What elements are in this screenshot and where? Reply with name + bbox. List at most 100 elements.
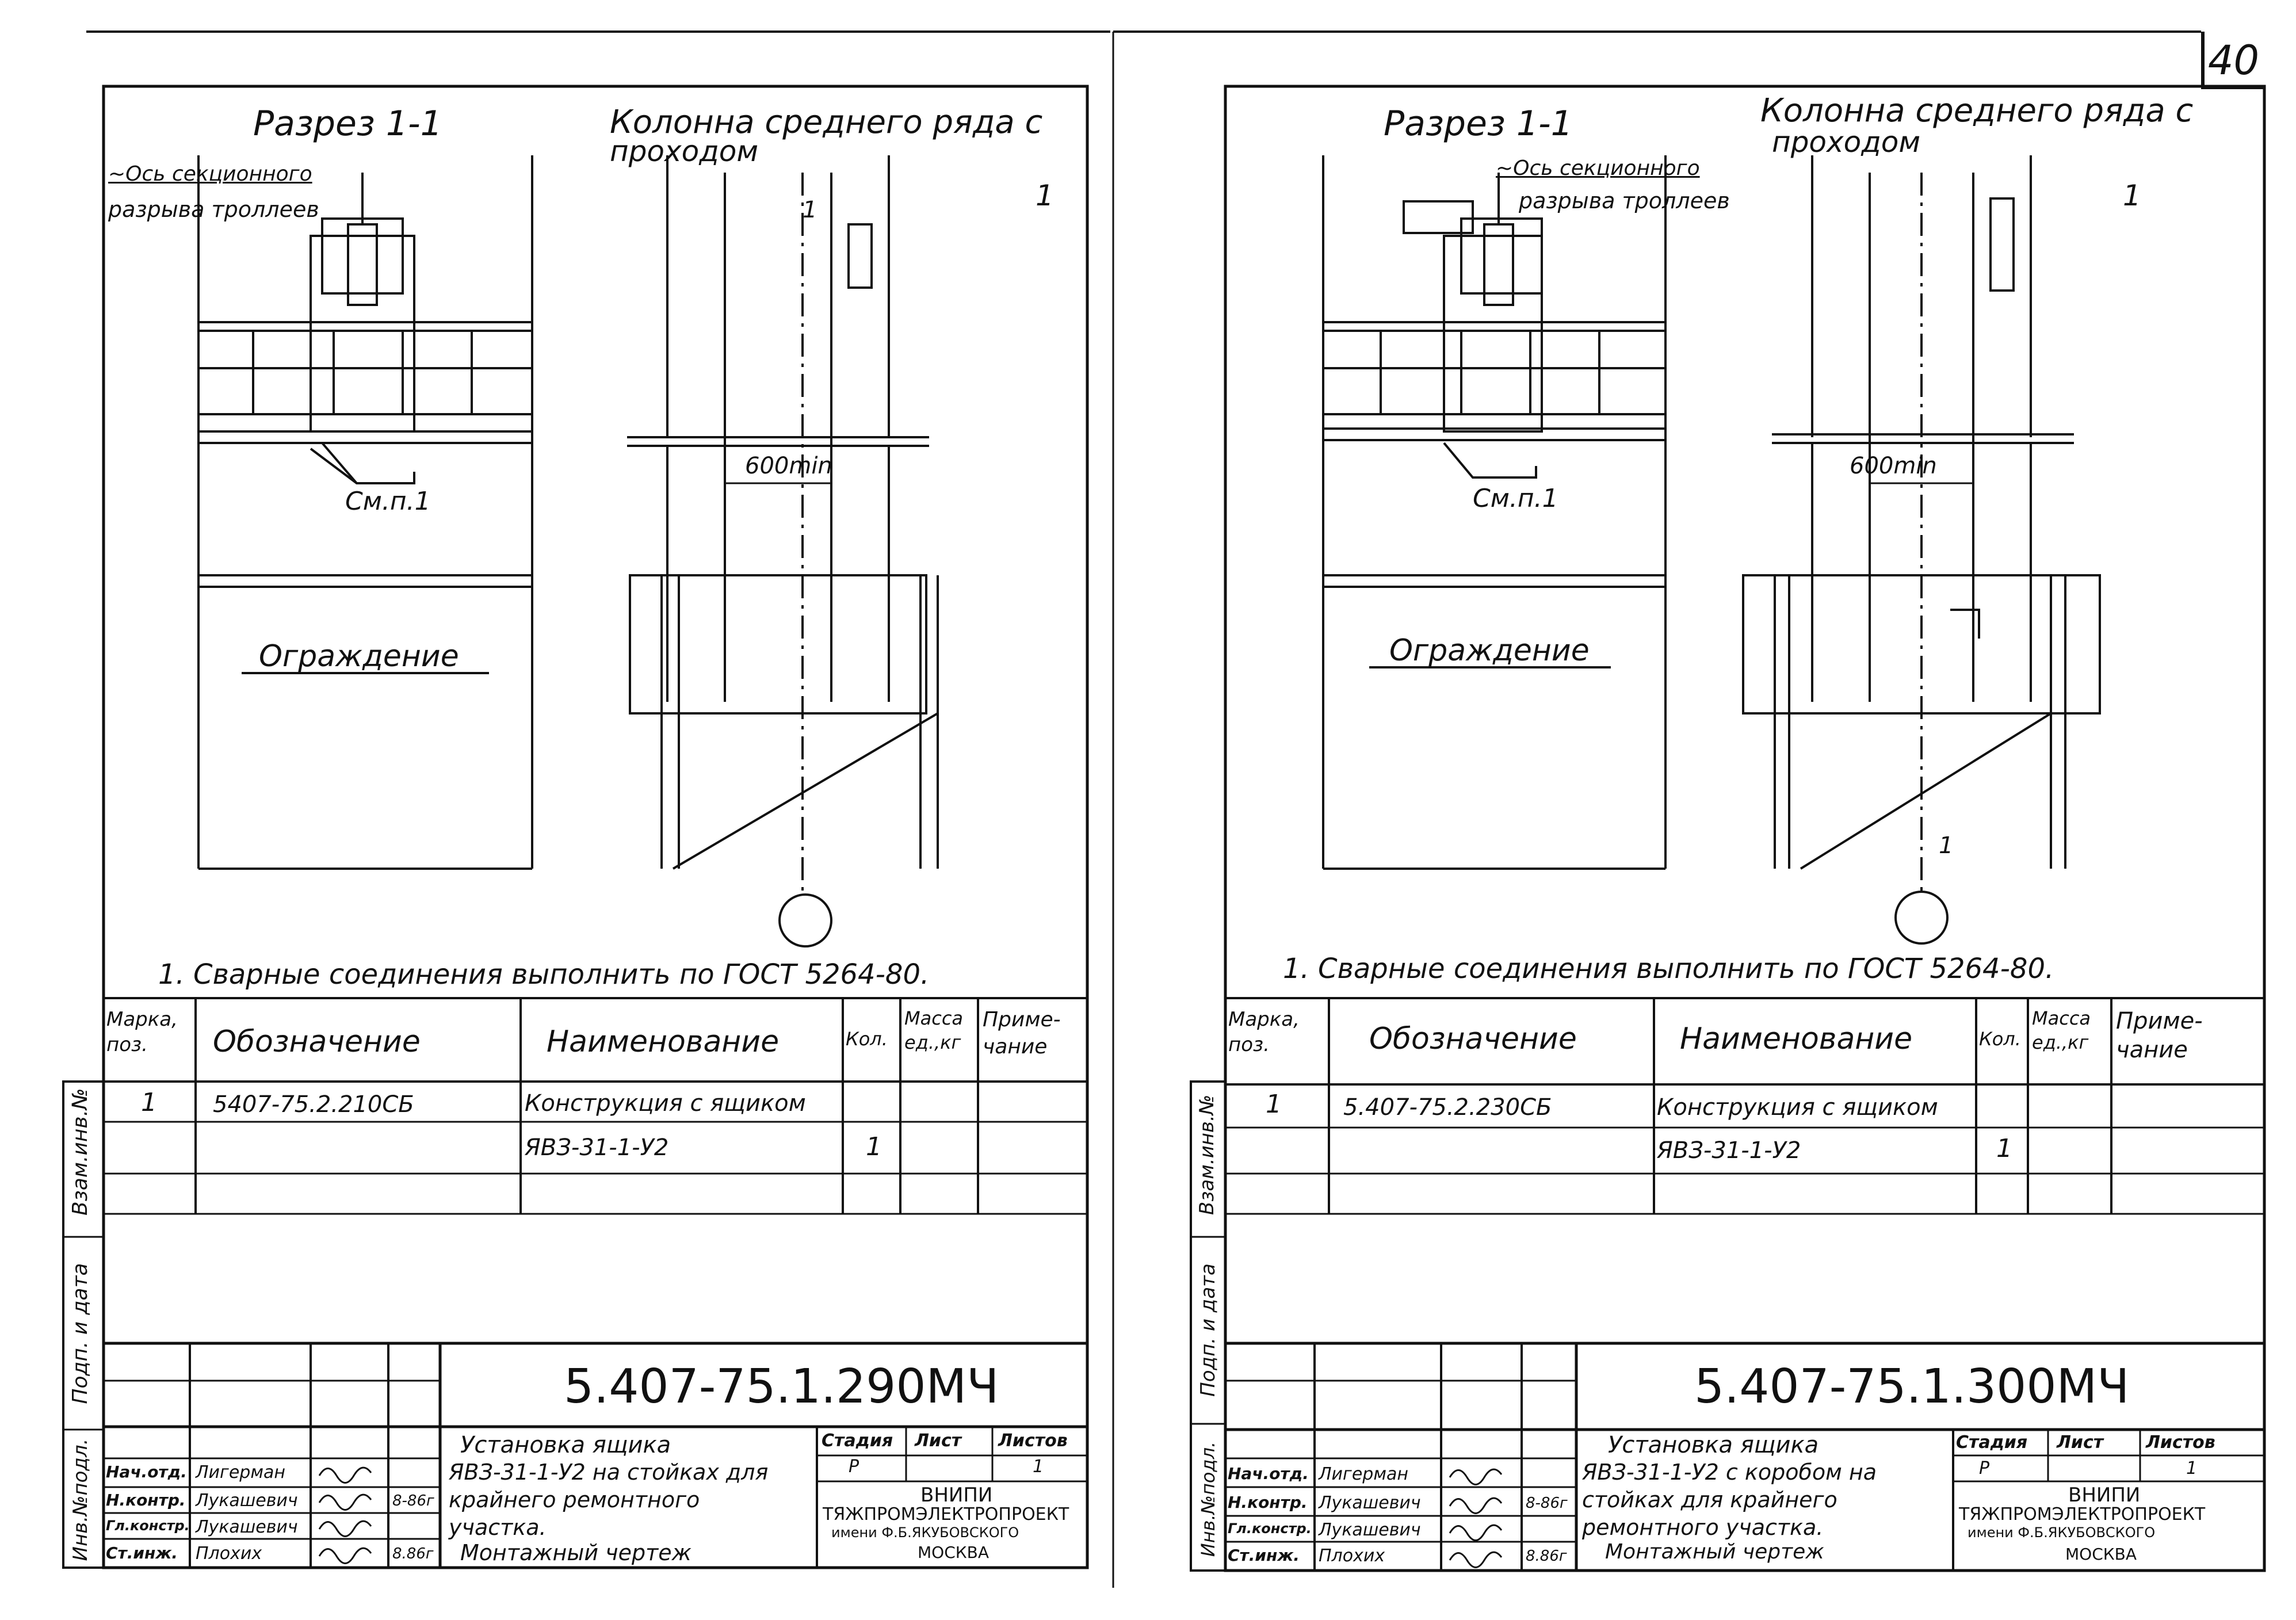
sheet-left-dim-600: 600min xyxy=(745,453,832,479)
sheet-right-org-1: ВНИПИ xyxy=(2068,1484,2141,1507)
sheet-right-hdr-qty: Кол. xyxy=(1979,1028,2021,1050)
sheet-left-row2-name: ЯВЗ-31-1-У2 xyxy=(525,1134,669,1161)
sheet-left-stage-hdr: Стадия xyxy=(822,1431,893,1451)
sheet-left-sheets-hdr: Листов xyxy=(998,1431,1068,1451)
sheet-left-staff-name-4: Плохих xyxy=(196,1543,262,1564)
sheet-left-axis-label-1: ~Ось секционного xyxy=(108,162,312,186)
sheet-right-org-3: имени Ф.Б.ЯКУБОВСКОГО xyxy=(1968,1525,2156,1541)
sheet-right-staff-role-1: Нач.отд. xyxy=(1228,1464,1309,1483)
sheet-right-sheet-hdr: Лист xyxy=(2057,1432,2104,1453)
sheet-left-note: 1. Сварные соединения выполнить по ГОСТ … xyxy=(158,958,930,991)
sheet-left-row2-qty: 1 xyxy=(866,1132,882,1161)
sheet-left-doc-title-4: участка. xyxy=(449,1515,547,1540)
sheet-right-doc-code: 5.407-75.1.300МЧ xyxy=(1694,1359,2130,1414)
sheet-right-column-title-1: Колонна среднего ряда с xyxy=(1760,92,2194,129)
sheet-right-org-4: МОСКВА xyxy=(2065,1545,2137,1564)
sheet-right-row2-qty: 1 xyxy=(1996,1134,2012,1163)
sheet-left-section-mark: 1 xyxy=(803,197,817,223)
sheet-left-doc-title-1: Установка ящика xyxy=(460,1432,671,1458)
sheet-right-hdr-note: Приме- чание xyxy=(2116,1008,2203,1063)
sheet-left-doc-title-3: крайнего ремонтного xyxy=(449,1487,700,1512)
sheet-left-column-title-2: проходом xyxy=(610,135,759,168)
sheet-right-doc-title-1: Установка ящика xyxy=(1608,1432,1819,1458)
sheet-left-sheets-val: 1 xyxy=(1033,1457,1044,1477)
sheet-right-column-title-2: проходом xyxy=(1772,125,1921,159)
sheet-right-row2-name: ЯВЗ-31-1-У2 xyxy=(1657,1137,1801,1164)
sheet-left-staff-role-3: Гл.констр. xyxy=(106,1518,190,1534)
sheet-right-staff-role-2: Н.контр. xyxy=(1228,1493,1308,1512)
sheet-right-staff-role-4: Ст.инж. xyxy=(1228,1546,1300,1565)
sheet-right-doc-title-5: Монтажный чертеж xyxy=(1605,1540,1824,1564)
sheet-left-staff-name-3: Лукашевич xyxy=(196,1517,298,1537)
sheet-left-sheet-hdr: Лист xyxy=(915,1431,962,1451)
sheet-left-staff-role-1: Нач.отд. xyxy=(106,1462,187,1481)
sheet-left-staff-name-1: Лигерман xyxy=(196,1462,285,1483)
sheet-right-doc-title-2: ЯВЗ-31-1-У2 с коробом на xyxy=(1582,1459,1877,1485)
sheet-left-stage-val: Р xyxy=(849,1457,859,1477)
sheet-right-section-drawing xyxy=(1322,155,1667,870)
sheet-left-row1-mark: 1 xyxy=(141,1088,157,1117)
sheet-left-org-3: имени Ф.Б.ЯКУБОВСКОГО xyxy=(831,1525,1019,1541)
sheet-left-org-1: ВНИПИ xyxy=(920,1484,993,1507)
sheet-right-sheets-hdr: Листов xyxy=(2146,1432,2215,1453)
sheet-right-row1-mark: 1 xyxy=(1266,1090,1282,1119)
sheet-left-hdr-qty: Кол. xyxy=(846,1028,888,1050)
sheet-left-hdr-designation: Обозначение xyxy=(213,1025,421,1059)
sheet-left-row1-designation: 5407-75.2.210СБ xyxy=(213,1091,414,1118)
sheet-left-section-title: Разрез 1-1 xyxy=(253,104,442,144)
sheet-right-row1-name: Конструкция с ящиком xyxy=(1657,1094,1938,1121)
sheet-left-ref-see: См.п.1 xyxy=(345,487,431,516)
sheet-left-staff-role-4: Ст.инж. xyxy=(106,1543,178,1562)
sheet-right-doc-title-4: ремонтного участка. xyxy=(1582,1515,1824,1540)
sheet-right-column-drawing xyxy=(1742,155,2101,945)
sheet-left-doc-code: 5.407-75.1.290МЧ xyxy=(564,1359,999,1414)
sheet-right-hdr-mark: Марка, поз. xyxy=(1228,1008,1300,1057)
sheet-right-sheets-val: 1 xyxy=(2186,1458,2198,1478)
sheet-right-doc-title-3: стойках для крайнего xyxy=(1582,1487,1837,1512)
sheet-right-stage-val: Р xyxy=(1979,1458,1990,1478)
sheet-right-org-2: ТЯЖПРОМЭЛЕКТРОПРОЕКТ xyxy=(1959,1504,2206,1525)
sheet-right-staff-name-4: Плохих xyxy=(1319,1546,1385,1566)
sheet-left-hdr-mass: Масса ед.,кг xyxy=(904,1007,964,1053)
sheet-right-stage-hdr: Стадия xyxy=(1956,1432,2028,1453)
sheet-right-section-title: Разрез 1-1 xyxy=(1384,104,1573,144)
sheet-left-hdr-mark: Марка, поз. xyxy=(106,1008,178,1057)
sheet-right-staff-name-2: Лукашевич xyxy=(1319,1493,1421,1513)
sheet-right-staff-role-3: Гл.констр. xyxy=(1228,1520,1312,1537)
sheet-right-hdr-designation: Обозначение xyxy=(1369,1022,1577,1056)
sheet-right-row1-designation: 5.407-75.2.230СБ xyxy=(1343,1094,1552,1121)
sheet-right-dim-600: 600min xyxy=(1850,453,1937,479)
sheet-left-doc-title-2: ЯВЗ-31-1-У2 на стойках для xyxy=(449,1459,769,1485)
sheet-left-org-4: МОСКВА xyxy=(918,1543,989,1562)
sheet-right-staff-date-4: 8.86г xyxy=(1526,1548,1567,1565)
sheet-right-hdr-mass: Масса ед.,кг xyxy=(2032,1007,2091,1053)
sheet-left-staff-date-2: 8-86г xyxy=(392,1492,434,1510)
sheet-left-column-title-1: Колонна среднего ряда с xyxy=(610,104,1043,141)
sheet-left-section-drawing xyxy=(197,155,533,870)
sheet-right-axis-label-2: разрыва троллеев xyxy=(1519,188,1730,213)
sheet-right-note: 1. Сварные соединения выполнить по ГОСТ … xyxy=(1283,953,2054,985)
sheet-left-fence-label: Ограждение xyxy=(259,639,459,674)
sheet-left-doc-title-5: Монтажный чертеж xyxy=(460,1540,692,1565)
sheet-left-hdr-note: Приме- чание xyxy=(983,1008,1061,1059)
sheet-left-staff-name-2: Лукашевич xyxy=(196,1491,298,1511)
sheet-left-org-2: ТЯЖПРОМЭЛЕКТРОПРОЕКТ xyxy=(823,1504,1069,1525)
sheet-right-ref-see: См.п.1 xyxy=(1473,484,1558,513)
sheet-right-staff-date-2: 8-86г xyxy=(1526,1495,1568,1512)
sheet-right-axis-label-1: ~Ось секционного xyxy=(1496,156,1700,180)
sheet-right-section-mark: 1 xyxy=(1939,832,1954,859)
sheet-left-hdr-name: Наименование xyxy=(547,1025,780,1059)
sheet-left-column-drawing xyxy=(627,155,939,947)
sheet-left-pos-callout: 1 xyxy=(1036,179,1054,212)
sheet-left-staff-date-4: 8.86г xyxy=(392,1545,434,1562)
page-number: 40 xyxy=(2208,37,2260,84)
sheet-right-pos-callout: 1 xyxy=(2123,179,2141,212)
sheet-left-row1-name: Конструкция с ящиком xyxy=(525,1090,806,1117)
sheet-left-staff-role-2: Н.контр. xyxy=(106,1491,186,1510)
sheet-right-fence-label: Ограждение xyxy=(1389,633,1590,668)
